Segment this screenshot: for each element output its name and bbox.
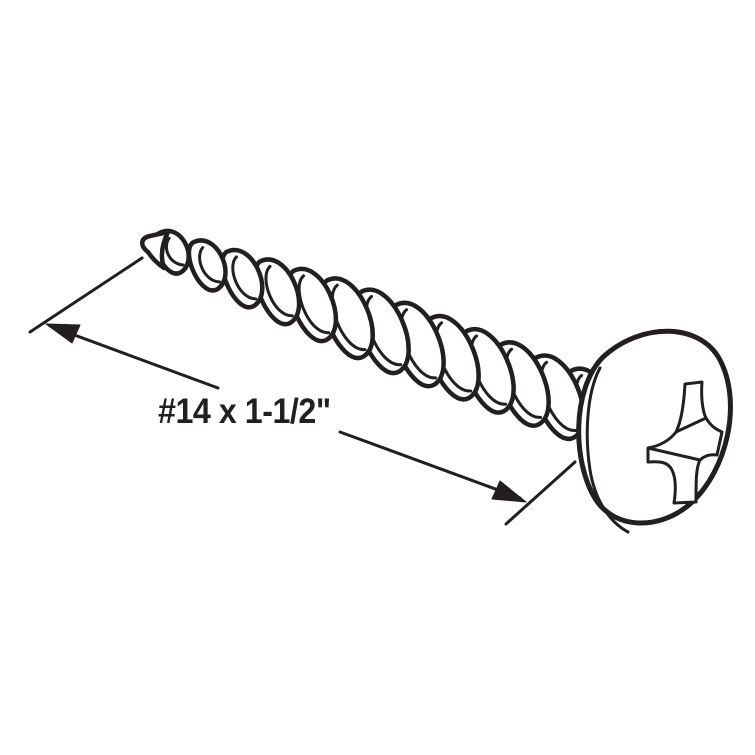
phillips-recess-icon	[646, 380, 724, 505]
extension-line-tip	[28, 256, 144, 334]
arrowhead-right-icon	[491, 480, 527, 503]
dimension-line-left	[48, 324, 220, 390]
screw-threads	[153, 228, 621, 455]
pan-head	[576, 328, 733, 534]
thread-root	[231, 255, 258, 301]
extension-line-head	[504, 460, 577, 526]
dimension-label: #14 x 1-1/2"	[158, 392, 331, 431]
screw-tip	[140, 229, 171, 271]
thread-root	[198, 246, 221, 284]
arrowhead-left-icon	[45, 323, 81, 344]
dimension-line-right	[338, 430, 522, 500]
thread-root	[297, 274, 331, 335]
thread-root	[164, 236, 185, 267]
thread-root	[264, 264, 294, 318]
thread-crest	[186, 238, 228, 293]
